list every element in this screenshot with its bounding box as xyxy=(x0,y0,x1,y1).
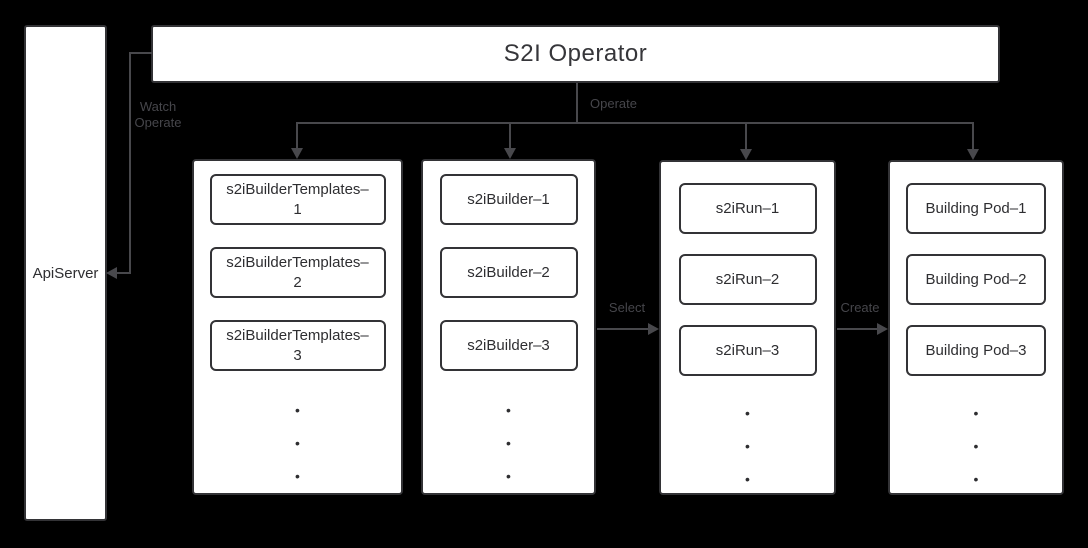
ellipsis-dot: • xyxy=(973,437,979,454)
watch-edge-top-segment xyxy=(129,52,152,54)
select-edge-label: Select xyxy=(608,300,646,315)
ellipsis-dot: • xyxy=(295,401,300,418)
arrowhead-down-icon xyxy=(291,148,303,159)
arrowhead-down-icon xyxy=(504,148,516,159)
pod-node-1: Building Pod–1 xyxy=(906,183,1046,234)
run-node-2: s2iRun–2 xyxy=(678,254,817,305)
operate-drop-line-1 xyxy=(296,122,298,149)
operator-title: S2I Operator xyxy=(503,40,648,67)
apiserver-label: ApiServer xyxy=(32,264,99,282)
builder-node-2: s2iBuilder–2 xyxy=(439,247,578,298)
templates-node-3: s2iBuilderTemplates–3 xyxy=(209,320,386,371)
arrowhead-right-icon xyxy=(648,323,659,335)
watch-edge-bottom-segment xyxy=(114,272,131,274)
watch-edge-label: Watch Operate xyxy=(134,99,182,130)
arrowhead-down-icon xyxy=(967,149,979,160)
pod-ellipsis: • • • xyxy=(974,396,979,495)
ellipsis-dot: • xyxy=(745,404,750,421)
run-column: s2iRun–1 s2iRun–2 s2iRun–3 • • • xyxy=(659,160,836,495)
builder-node-1: s2iBuilder–1 xyxy=(439,174,578,225)
ellipsis-dot: • xyxy=(973,404,979,421)
ellipsis-dot: • xyxy=(506,434,511,451)
watch-edge-vertical-segment xyxy=(129,52,131,274)
builder-column: s2iBuilder–1 s2iBuilder–2 s2iBuilder–3 •… xyxy=(421,159,596,495)
ellipsis-dot: • xyxy=(506,401,511,418)
apiserver-node: ApiServer xyxy=(24,25,107,521)
arrowhead-down-icon xyxy=(740,149,752,160)
ellipsis-dot: • xyxy=(295,467,300,484)
ellipsis-dot: • xyxy=(745,437,750,454)
operate-edge-label: Operate xyxy=(590,96,637,111)
create-edge-line xyxy=(837,328,879,330)
run-ellipsis: • • • xyxy=(745,396,750,495)
templates-column: s2iBuilderTemplates–1 s2iBuilderTemplate… xyxy=(192,159,403,495)
builder-ellipsis: • • • xyxy=(506,393,511,492)
arrowhead-right-icon xyxy=(877,323,888,335)
operate-edge-distributor xyxy=(296,122,974,124)
pod-node-2: Building Pod–2 xyxy=(906,254,1046,305)
run-node-1: s2iRun–1 xyxy=(678,183,817,234)
pod-node-3: Building Pod–3 xyxy=(906,325,1046,376)
builder-node-3: s2iBuilder–3 xyxy=(439,320,578,371)
pod-column: Building Pod–1 Building Pod–2 Building P… xyxy=(888,160,1064,495)
arrowhead-left-icon xyxy=(106,267,117,279)
operator-node: S2I Operator xyxy=(151,25,1000,83)
ellipsis-dot: • xyxy=(745,470,750,487)
operate-edge-stub xyxy=(576,83,578,123)
templates-ellipsis: • • • xyxy=(295,393,300,492)
create-edge-label: Create xyxy=(840,300,880,315)
ellipsis-dot: • xyxy=(295,434,300,451)
operate-drop-line-2 xyxy=(509,122,511,149)
ellipsis-dot: • xyxy=(506,467,511,484)
select-edge-line xyxy=(597,328,649,330)
operate-drop-line-3 xyxy=(745,122,747,149)
templates-node-2: s2iBuilderTemplates–2 xyxy=(209,247,386,298)
operate-drop-line-4 xyxy=(972,122,974,149)
ellipsis-dot: • xyxy=(973,470,979,487)
templates-node-1: s2iBuilderTemplates–1 xyxy=(209,174,386,225)
run-node-3: s2iRun–3 xyxy=(678,325,817,376)
